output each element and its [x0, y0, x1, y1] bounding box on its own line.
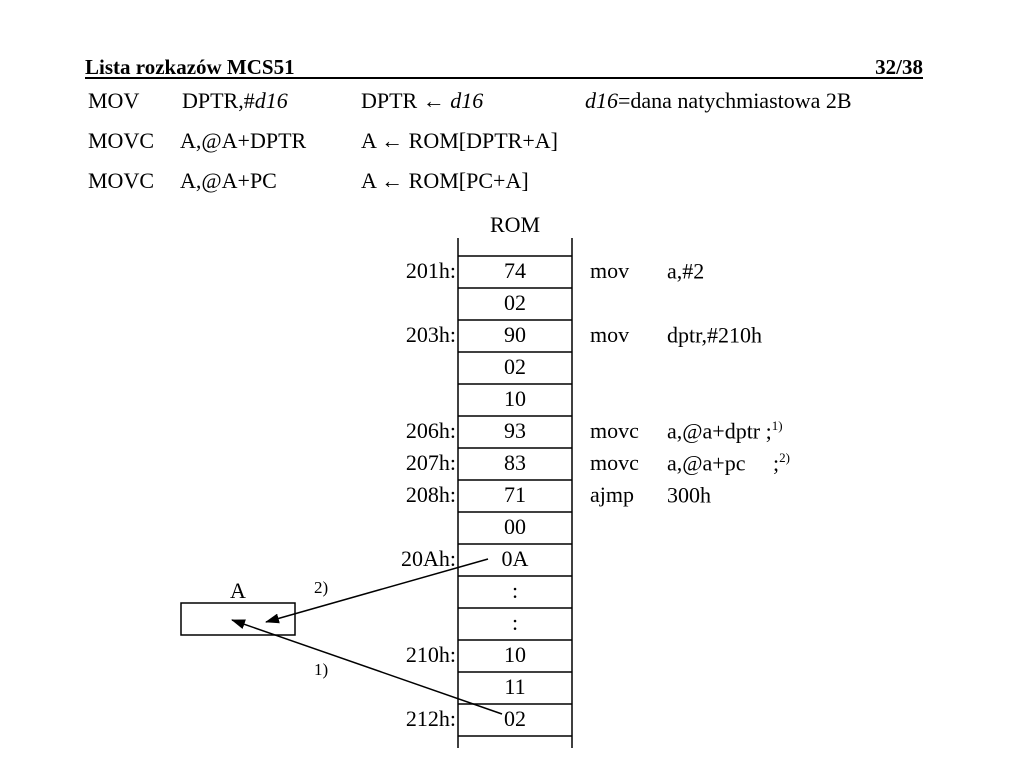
rom-cell-value: 90: [504, 322, 526, 347]
rom-address: 210h:: [405, 642, 456, 667]
instr-operand: DPTR,#d16: [182, 88, 288, 113]
rom-comment: [590, 386, 667, 412]
rom-comment-ref: 2): [779, 450, 790, 465]
rom-cell-value: 02: [504, 290, 526, 315]
rom-comment-op: movc: [590, 418, 639, 444]
rom-cell-value: :: [511, 578, 519, 603]
rom-comment-args: a,#2: [667, 258, 705, 284]
rom-comment-args: a,@a+dptr ;: [667, 418, 772, 444]
rom-comment: movc a,@a+dptr ;1): [590, 418, 783, 444]
rom-comment: [590, 354, 667, 380]
arrow-2: [265, 558, 489, 624]
slide-title: Lista rozkazów MCS51: [85, 55, 295, 79]
register-a-label: A: [230, 578, 246, 603]
rom-comment: [590, 290, 667, 316]
rom-comment: [590, 514, 667, 540]
rom-comment-op: mov: [590, 322, 630, 348]
register-a-box: [180, 602, 296, 636]
rom-address: 208h:: [405, 482, 456, 507]
rom-address: 201h:: [405, 258, 456, 283]
rom-address: 212h:: [405, 706, 456, 731]
slide-header: Lista rozkazów MCS51 32/38: [85, 55, 923, 79]
rom-title: ROM: [489, 212, 541, 237]
rom-comment-op: ajmp: [590, 482, 634, 508]
rom-cell-value: 02: [504, 706, 526, 731]
rom-address: 203h:: [405, 322, 456, 347]
rom-comment: mov dptr,#210h: [590, 322, 762, 348]
rom-comment-op: movc: [590, 450, 639, 476]
rom-comment-args: dptr,#210h: [667, 322, 763, 348]
rom-comment: ajmp 300h: [590, 482, 711, 508]
rom-comment: [590, 610, 667, 636]
rom-cell-value: 00: [504, 514, 526, 539]
rom-comment-args: 300h: [667, 482, 711, 508]
rom-address: 207h:: [405, 450, 456, 475]
rom-cell-value: 10: [504, 642, 526, 667]
rom-cell-value: 02: [504, 354, 526, 379]
rom-comment: [590, 706, 667, 732]
instr-operand: A,@A+DPTR: [180, 128, 307, 153]
rom-cell-separators: [458, 255, 572, 737]
rom-comment: mov a,#2: [590, 258, 704, 284]
arrow-2-label: 2): [314, 578, 329, 597]
rom-address: 206h:: [405, 418, 456, 443]
arrow-1: [231, 619, 503, 715]
rom-comment: [590, 642, 667, 668]
rom-cell-value: 74: [504, 258, 526, 283]
rom-cell-value: 71: [504, 482, 526, 507]
rom-cell-value: 83: [504, 450, 526, 475]
rom-cell-value: 10: [504, 386, 526, 411]
rom-comment-op: mov: [590, 258, 630, 284]
rom-comment: [590, 546, 667, 572]
instr-operand: A,@A+PC: [180, 168, 277, 193]
rom-cell-value: :: [511, 610, 519, 635]
page-number: 32/38: [875, 55, 923, 79]
rom-comment-args: a,@a+pc ;: [667, 450, 780, 476]
instr-mnemonic: MOVC: [88, 168, 155, 193]
instr-effect: A ← ROM[DPTR+A]: [361, 128, 558, 153]
rom-comment-ref: 1): [771, 418, 783, 433]
rom-comment: movc a,@a+pc ;2): [590, 450, 790, 476]
instr-mnemonic: MOVC: [88, 128, 155, 153]
rom-cell-value: 93: [504, 418, 526, 443]
rom-address: 20Ah:: [401, 546, 456, 571]
instr-effect: DPTR ← d16: [361, 88, 484, 113]
rom-cell-value: 0A: [501, 546, 529, 571]
instr-note: d16=dana natychmiastowa 2B: [585, 88, 852, 113]
rom-comment: [590, 674, 667, 700]
rom-comment: [590, 578, 667, 604]
rom-cell-value: 11: [504, 674, 526, 699]
instr-effect: A ← ROM[PC+A]: [361, 168, 529, 193]
arrow-1-label: 1): [314, 660, 329, 679]
instr-mnemonic: MOV: [88, 88, 140, 113]
